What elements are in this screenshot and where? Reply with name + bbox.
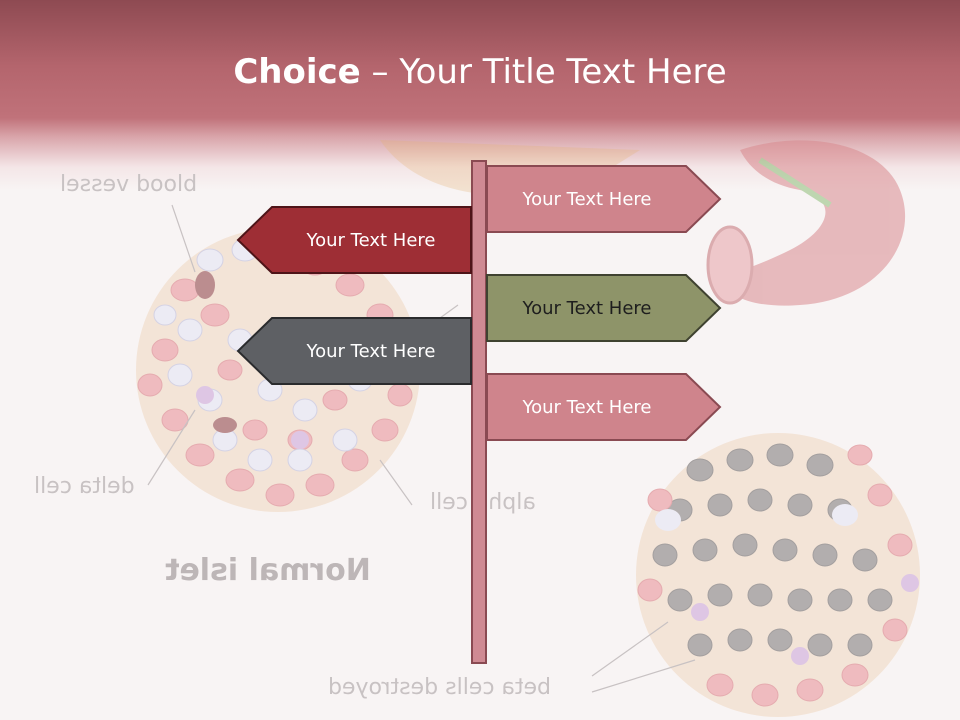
sign-left-1[interactable]: Your Text Here	[236, 206, 472, 274]
sign-right-2[interactable]: Your Text Here	[486, 274, 722, 342]
sign-right-2-shape	[486, 274, 722, 342]
sign-left-2-shape	[236, 317, 472, 385]
sign-left-1-label: Your Text Here	[306, 229, 436, 251]
sign-left-2-label: Your Text Here	[306, 340, 436, 362]
sign-left-2[interactable]: Your Text Here	[236, 317, 472, 385]
delta-cell-label: delta cell	[34, 474, 135, 499]
beta-cells-destroyed-label: beta cells destroyed	[328, 675, 552, 700]
sign-right-1-shape	[486, 165, 722, 233]
sign-right-3-label: Your Text Here	[522, 396, 652, 418]
label-pointer-lines	[147, 204, 696, 693]
normal-islet-label: Normal islet	[165, 553, 371, 588]
title-bold-word: Choice	[233, 52, 361, 92]
sign-right-1[interactable]: Your Text Here	[486, 165, 722, 233]
signpost-pole	[471, 160, 487, 664]
sign-right-3[interactable]: Your Text Here	[486, 373, 722, 441]
title-rest-text: – Your Title Text Here	[360, 52, 727, 92]
blood-vessel-label: blood vessel	[60, 172, 198, 197]
sign-right-2-label: Your Text Here	[522, 297, 652, 319]
sign-left-1-shape	[236, 206, 472, 274]
sign-right-1-label: Your Text Here	[522, 188, 652, 210]
destroyed-islet-illustration	[636, 433, 920, 717]
sign-right-3-shape	[486, 373, 722, 441]
slide-title: Choice – Your Title Text Here	[0, 52, 960, 92]
